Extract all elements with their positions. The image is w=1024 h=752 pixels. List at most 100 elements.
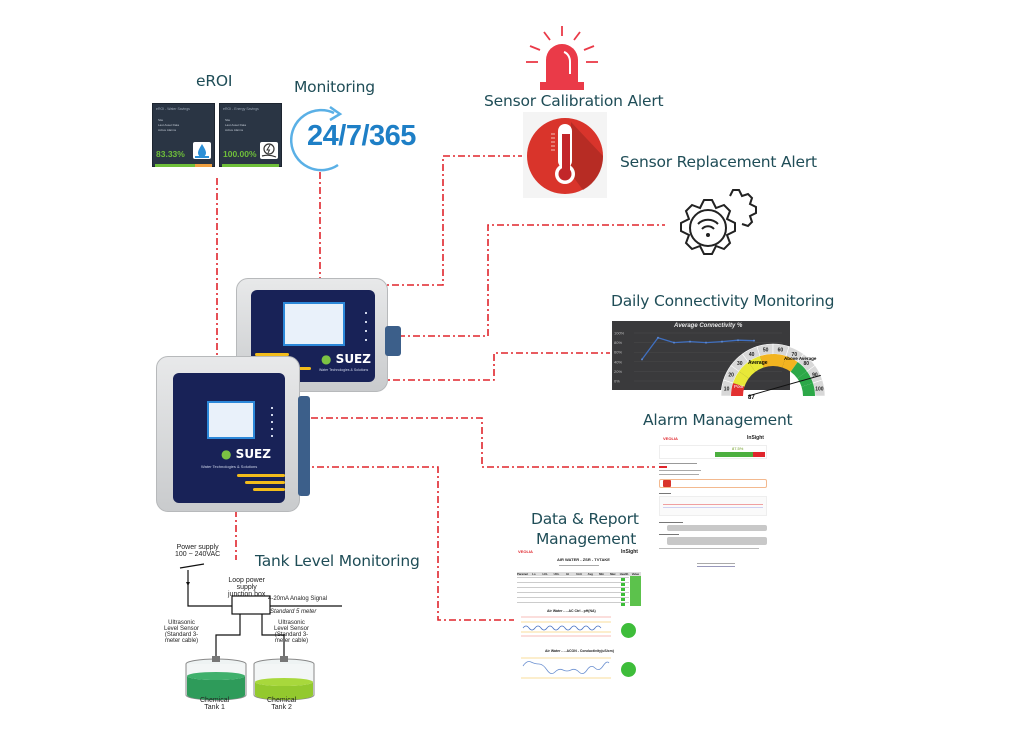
suez-logo: ● SUEZ: [321, 352, 371, 366]
cable-text: Standard 5 meter: [270, 609, 317, 615]
gauge-needle: [747, 374, 821, 397]
gauge-tick-label: 90: [812, 373, 818, 379]
report-column-header: Hi: [562, 572, 574, 576]
value-column: [629, 576, 641, 606]
eroi-energy-card[interactable]: eROI - Energy Savings Site Last Asset Da…: [219, 103, 282, 167]
gauge-tick-label: 50: [763, 348, 769, 354]
gauge-band: [801, 383, 815, 396]
gauge-band-label: Above Average: [784, 356, 817, 361]
data-point: [657, 336, 659, 339]
report-column-header: UCL: [550, 572, 563, 576]
report-table-row: [517, 577, 629, 578]
suez-logo: ● SUEZ: [221, 447, 271, 461]
report-column-header: Unit: [573, 572, 585, 576]
sensor-calibration-alert-label: Sensor Calibration Alert: [484, 92, 664, 110]
report-chart-conductivity: [521, 657, 611, 679]
health-indicator: [621, 583, 626, 586]
report-column-header: Health: [618, 572, 630, 576]
tank-level-diagram: [179, 563, 342, 701]
energy-hand-icon: [260, 142, 278, 159]
data-report-label-line1: Data & Report: [531, 510, 639, 528]
connector-alarm: [296, 417, 660, 468]
connector-replacement: [398, 224, 665, 337]
gauge-band: [739, 362, 756, 379]
chart-title: Average Connectivity %: [674, 323, 743, 329]
report-column-header: Value: [629, 572, 641, 576]
water-drop-icon: [193, 142, 211, 159]
gauge-band: [782, 356, 798, 372]
report-table-row: [517, 597, 629, 598]
report-chart-ph: [521, 616, 611, 637]
data-point: [689, 340, 691, 343]
data-report-label-line2: Management: [536, 530, 637, 548]
report-column-header: LCL: [539, 572, 551, 576]
device-side-bracket: [385, 326, 401, 356]
gauge-band: [773, 354, 786, 368]
tank-level-label: Tank Level Monitoring: [255, 552, 420, 570]
health-indicator: [621, 588, 626, 591]
gear-wifi-icon: [680, 189, 757, 255]
gauge-tick-label: 40: [749, 352, 755, 358]
report-column-header: Avg: [584, 572, 596, 576]
alarm-report-thumbnail[interactable]: VEOLIA InSight 87.5%: [655, 432, 773, 572]
gauge-tick-label: 70: [792, 352, 798, 358]
y-tick-label: 60%: [614, 350, 622, 355]
data-report-thumbnail[interactable]: VEOLIA InSight AIR WATER - ZSR - TVTAKE …: [515, 548, 645, 690]
device-screen: [283, 302, 345, 346]
eroi-label: eROI: [196, 72, 233, 90]
gauge-value: 87: [748, 395, 755, 400]
gauge-band: [790, 362, 807, 379]
device-screen: [207, 401, 255, 439]
y-tick-label: 0%: [614, 379, 620, 384]
connector-calibration: [362, 155, 522, 286]
health-bar: [715, 452, 753, 457]
health-indicator: [621, 578, 626, 581]
report-column-header: Min: [595, 572, 608, 576]
eroi-energy-percent: 100.00%: [223, 149, 257, 159]
data-point: [721, 340, 723, 343]
gauge-tick-label: 60: [778, 348, 784, 354]
eroi-water-card[interactable]: eROI - Water Savings Site Last Asset Dat…: [152, 103, 215, 167]
monitoring-label: Monitoring: [294, 78, 375, 96]
report-table-row: [517, 582, 629, 583]
y-tick-label: 40%: [614, 359, 622, 364]
daily-connectivity-label: Daily Connectivity Monitoring: [611, 292, 835, 310]
connector-connectivity: [378, 352, 610, 381]
status-dot-green: [621, 662, 636, 677]
gauge-tick-label: 20: [728, 373, 734, 379]
gauge-band: [731, 383, 745, 396]
report-table-row: [517, 602, 629, 603]
device-side-bracket: [298, 396, 310, 496]
gauge-band: [733, 371, 749, 387]
gauge-band: [748, 356, 764, 372]
data-point: [705, 341, 707, 344]
report-table-row: [517, 592, 629, 593]
eroi-water-percent: 83.33%: [156, 149, 185, 159]
data-point: [753, 339, 755, 342]
controller-device-front[interactable]: ● SUEZ Water Technologies & Solutions: [156, 356, 300, 512]
gauge-tick-label: 100: [815, 387, 824, 393]
alarm-management-label: Alarm Management: [643, 411, 793, 429]
data-point: [737, 339, 739, 342]
health-indicator: [621, 598, 626, 601]
signal-text: 4-20mA Analog Signal: [268, 596, 328, 602]
report-column-header: Max: [607, 572, 619, 576]
thermometer-icon: [523, 112, 607, 198]
siren-alert-icon: [526, 26, 598, 90]
eroi-energy-bar: [222, 164, 279, 167]
report-table-row: [517, 587, 629, 588]
gauge-band: [760, 354, 773, 368]
report-table: ParameterLoLCLUCLHiUnitAvgMinMaxHealthVa…: [517, 572, 641, 608]
data-point: [673, 341, 675, 344]
health-indicator: [621, 603, 626, 606]
status-dot-green: [621, 623, 636, 638]
series-line: [641, 337, 755, 360]
y-tick-label: 100%: [614, 331, 625, 336]
gauge-tick-label: 80: [803, 361, 809, 367]
